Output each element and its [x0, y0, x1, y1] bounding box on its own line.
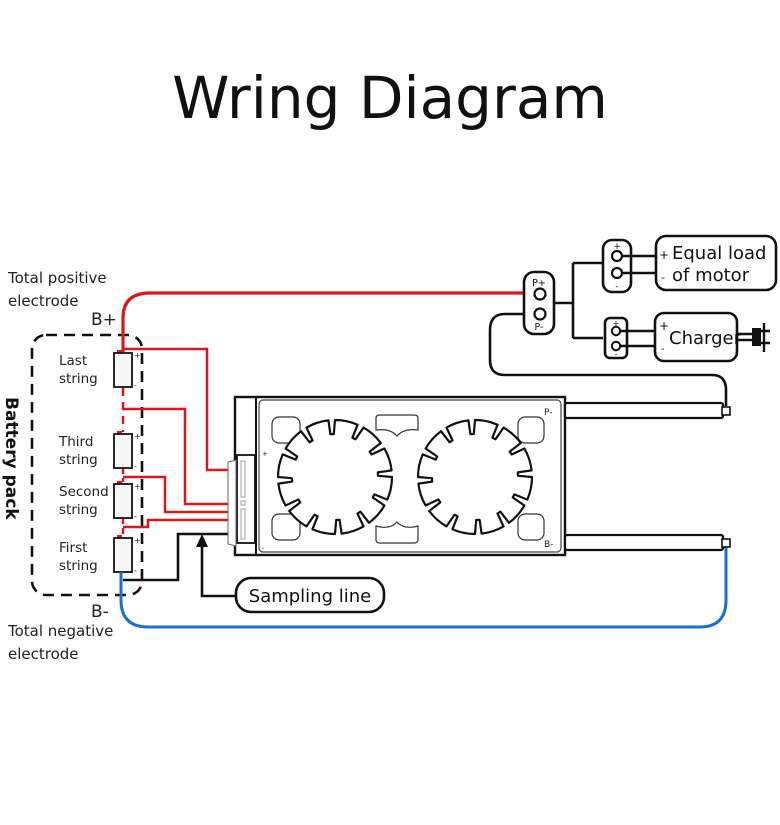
branch-wire — [554, 261, 603, 340]
motor-wires — [622, 254, 656, 275]
cell-third-minus: - — [134, 462, 137, 471]
cell-first-name: First — [59, 540, 87, 556]
fan-right — [416, 418, 534, 536]
motor-connector: + - — [601, 238, 633, 294]
total-negative-label-line1: Total negative — [7, 622, 113, 640]
balance-lead-2 — [123, 407, 228, 506]
balance-lead-3 — [123, 475, 228, 514]
charger-minus: - — [661, 344, 665, 355]
cell-third: + - — [113, 431, 141, 471]
cell-first-plus: + — [134, 536, 141, 545]
svg-text:-: - — [615, 282, 618, 292]
bms-b-minus-label: B- — [544, 540, 553, 550]
total-negative-label-line2: electrode — [8, 645, 79, 663]
output-port: P+ P- — [522, 270, 556, 336]
sampling-arrow-line — [200, 542, 236, 598]
total-positive-label-line2: electrode — [8, 292, 79, 310]
cell-last-name: Last — [59, 353, 87, 369]
bms-plus-mark: + — [262, 450, 268, 458]
negative-main-wire — [119, 544, 728, 629]
svg-text:+: + — [613, 242, 621, 252]
balance-lead-1 — [123, 347, 228, 472]
motor-label-line1: Equal load — [672, 243, 766, 264]
cell-second-name: Second — [59, 484, 109, 500]
b-plus-label: B+ — [91, 310, 117, 330]
cell-second: + - — [113, 481, 141, 521]
charger-box: + - Charger — [653, 311, 742, 363]
cell-third-plus: + — [134, 432, 141, 441]
cell-first: + - — [113, 535, 141, 575]
total-positive-label-line1: Total positive — [7, 269, 107, 287]
port-p-plus-label: P+ — [532, 278, 546, 289]
p-minus-wire — [488, 312, 728, 406]
charger-connector: + - — [603, 316, 629, 360]
cell-second-plus: + — [134, 482, 141, 491]
cell-last-minus: - — [134, 381, 137, 390]
sampling-line-label: Sampling line — [249, 586, 371, 607]
fan-left — [276, 418, 394, 536]
cell-last-sub: string — [59, 371, 98, 387]
port-p-minus-label: P- — [535, 322, 544, 333]
bms-p-minus-label: P- — [544, 408, 552, 418]
sampling-line-callout — [234, 576, 386, 614]
cell-first-sub: string — [59, 558, 98, 574]
motor-label-line2: of motor — [672, 265, 750, 286]
charger-wires — [620, 329, 655, 348]
b-minus-label: B- — [91, 602, 109, 622]
b-minus-lead — [563, 533, 731, 552]
cell-second-minus: - — [134, 512, 137, 521]
battery-pack-label: Battery pack — [1, 397, 21, 520]
sampling-arrow-head — [196, 534, 208, 547]
svg-text:+: + — [613, 319, 620, 328]
charger-plus: + — [659, 319, 669, 333]
motor-load-box: + - Equal load of motor — [654, 234, 778, 292]
p-minus-lead — [563, 401, 731, 420]
motor-minus: - — [661, 271, 665, 284]
sampling-lead — [123, 532, 228, 582]
cell-third-sub: string — [59, 452, 98, 468]
motor-plus: + — [659, 248, 669, 262]
heatsink-fans — [276, 418, 534, 536]
cell-first-minus: - — [134, 566, 137, 575]
bms-minus-mark: - — [262, 545, 265, 553]
ac-plug-icon — [737, 323, 770, 352]
positive-main-wire — [121, 291, 540, 352]
svg-text:-: - — [615, 350, 618, 359]
cell-second-sub: string — [59, 502, 98, 518]
diagram-title: Wring Diagram — [172, 64, 608, 132]
cell-third-name: Third — [58, 434, 93, 450]
battery-pack-outline — [30, 333, 144, 597]
cell-last: + - — [113, 350, 141, 390]
charger-label: Charger — [669, 328, 742, 349]
cell-last-plus: + — [134, 351, 141, 360]
balance-lead-4 — [123, 518, 228, 529]
